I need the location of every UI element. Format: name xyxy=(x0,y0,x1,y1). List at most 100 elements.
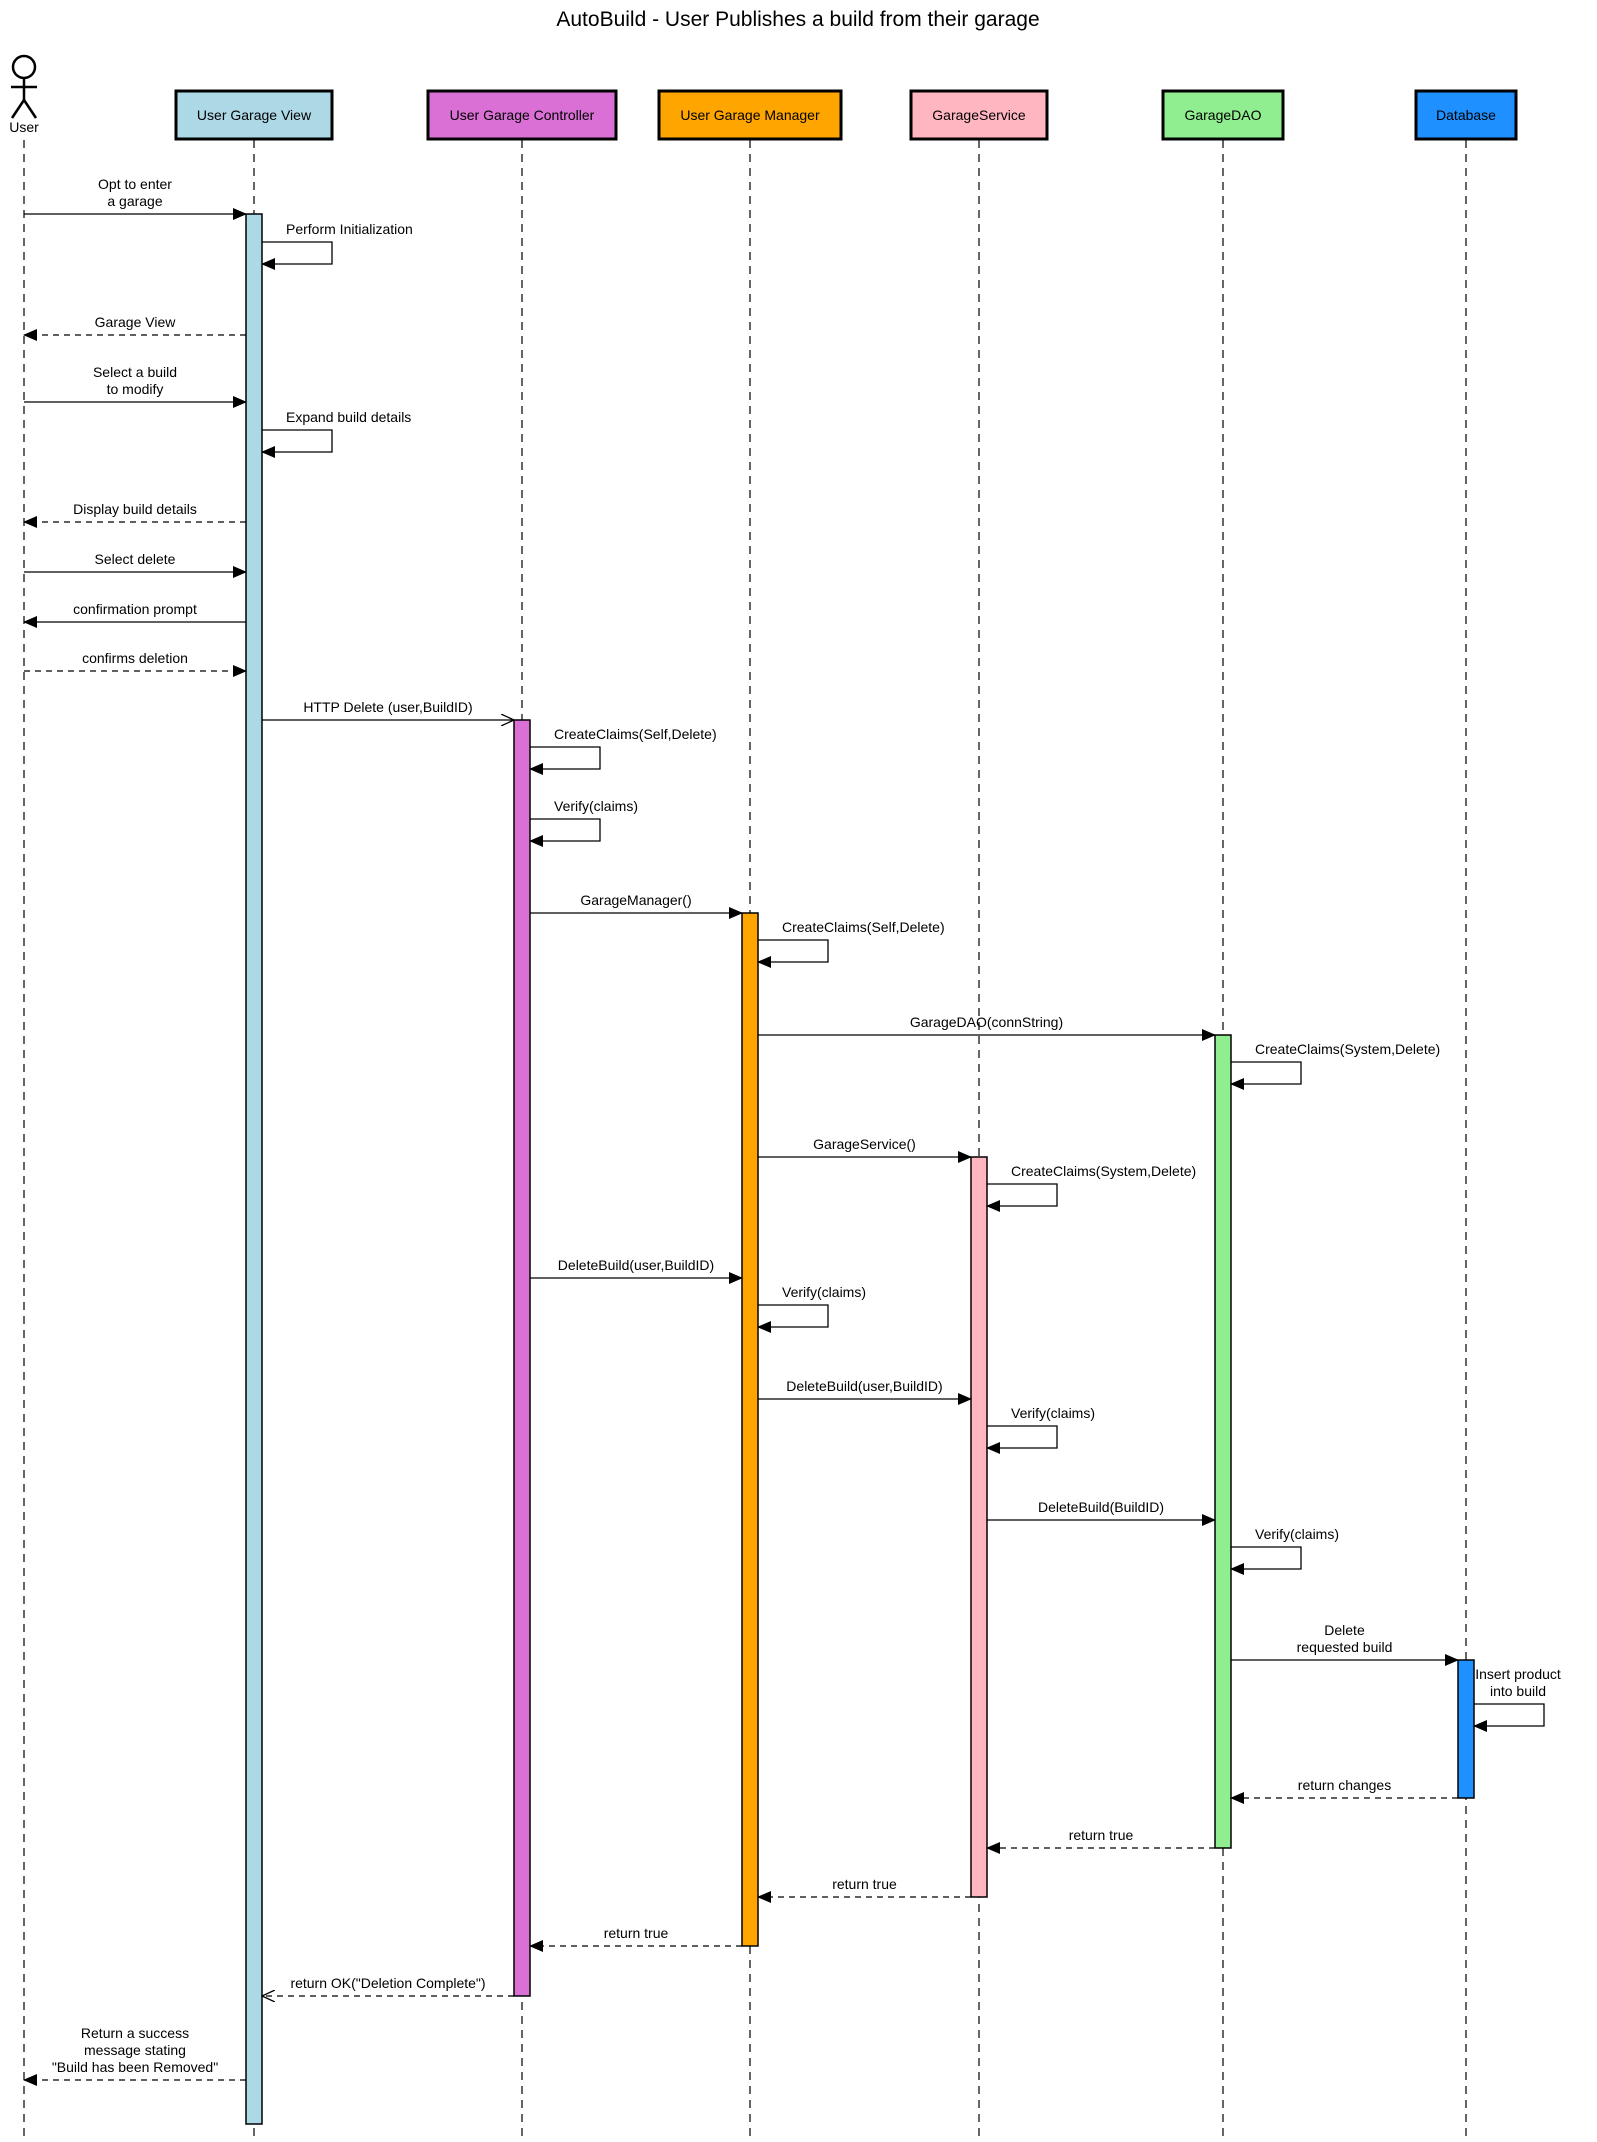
message-label: a garage xyxy=(107,193,162,209)
message-label: Expand build details xyxy=(286,409,411,425)
participant-label: Database xyxy=(1436,107,1496,123)
self-call-arrow xyxy=(1230,1061,1302,1090)
message-label: return true xyxy=(1069,1827,1134,1843)
self-call-arrow xyxy=(529,818,601,847)
message-label: Delete xyxy=(1324,1622,1365,1638)
message: Verify(claims) xyxy=(529,798,638,847)
participant-label: GarageDAO xyxy=(1184,107,1261,123)
participant-user-garage-manager: User Garage Manager xyxy=(657,89,843,141)
message-label: Perform Initialization xyxy=(286,221,413,237)
message-label: CreateClaims(Self,Delete) xyxy=(554,726,717,742)
participant-box xyxy=(1161,89,1285,141)
message-label: DeleteBuild(user,BuildID) xyxy=(558,1257,714,1273)
message-label: confirms deletion xyxy=(82,650,188,666)
activation-bar-view xyxy=(245,213,263,2125)
participant-user-garage-view: User Garage View xyxy=(174,89,334,141)
message: return true xyxy=(529,1925,742,1952)
message-label: "Build has been Removed" xyxy=(52,2059,218,2075)
actor-user: User xyxy=(9,54,39,135)
message: Verify(claims) xyxy=(986,1405,1095,1454)
message-label: Return a success xyxy=(81,2025,189,2041)
message: CreateClaims(Self,Delete) xyxy=(529,726,717,775)
participant-garage-dao: GarageDAO xyxy=(1161,89,1285,141)
message: Verify(claims) xyxy=(1230,1526,1339,1575)
message-label: return true xyxy=(604,1925,669,1941)
self-call-arrow xyxy=(986,1183,1058,1212)
participant-box xyxy=(174,89,334,141)
participant-label: User Garage View xyxy=(197,107,312,123)
message-label: DeleteBuild(BuildID) xyxy=(1038,1499,1164,1515)
message-label: CreateClaims(System,Delete) xyxy=(1011,1163,1196,1179)
message-label: CreateClaims(Self,Delete) xyxy=(782,919,945,935)
self-call-arrow xyxy=(261,241,333,270)
self-call-arrow xyxy=(529,746,601,775)
message: Select delete xyxy=(24,551,247,578)
message-label: DeleteBuild(user,BuildID) xyxy=(786,1378,942,1394)
message-label: Opt to enter xyxy=(98,176,172,192)
diagram-title: AutoBuild - User Publishes a build from … xyxy=(556,8,1039,31)
message-label: confirmation prompt xyxy=(73,601,197,617)
message-label: message stating xyxy=(84,2042,186,2058)
message-label: Insert product xyxy=(1475,1666,1561,1682)
self-call-arrow xyxy=(261,429,333,458)
participant-label: User Garage Manager xyxy=(680,107,820,123)
self-call-arrow xyxy=(1230,1546,1302,1575)
participant-box xyxy=(657,89,843,141)
message: Verify(claims) xyxy=(757,1284,866,1333)
message: GarageManager() xyxy=(530,892,743,919)
message: Garage View xyxy=(23,314,246,341)
participant-box xyxy=(1414,89,1518,141)
message: return true xyxy=(986,1827,1215,1854)
participant-box xyxy=(426,89,618,141)
message-label: Verify(claims) xyxy=(1011,1405,1095,1421)
participant-database: Database xyxy=(1414,89,1518,141)
message-label: Verify(claims) xyxy=(1255,1526,1339,1542)
message: CreateClaims(System,Delete) xyxy=(986,1163,1196,1212)
message-label: into build xyxy=(1490,1683,1546,1699)
self-call-arrow xyxy=(757,939,829,968)
message-label: Verify(claims) xyxy=(782,1284,866,1300)
message: return OK("Deletion Complete") xyxy=(262,1975,514,1996)
message-label: CreateClaims(System,Delete) xyxy=(1255,1041,1440,1057)
participant-box xyxy=(909,89,1049,141)
activation-bars xyxy=(245,213,1475,2125)
message-label: GarageManager() xyxy=(580,892,691,908)
message: Expand build details xyxy=(261,409,411,458)
participant-garage-service: GarageService xyxy=(909,89,1049,141)
message-label: Select delete xyxy=(95,551,176,567)
message: CreateClaims(System,Delete) xyxy=(1230,1041,1440,1090)
activation-bar-svc xyxy=(970,1156,988,1898)
message: return changes xyxy=(1230,1777,1458,1804)
activation-bar-db xyxy=(1457,1659,1475,1799)
activation-bar-dao xyxy=(1214,1034,1232,1849)
self-call-arrow xyxy=(986,1425,1058,1454)
message-label: GarageDAO(connString) xyxy=(910,1014,1063,1030)
message: Perform Initialization xyxy=(261,221,413,270)
message-label: return true xyxy=(832,1876,897,1892)
activation-bar-mgr xyxy=(741,912,759,1947)
message-label: Garage View xyxy=(95,314,177,330)
participant-label: User Garage Controller xyxy=(450,107,595,123)
message-label: Select a build xyxy=(93,364,177,380)
message-label: requested build xyxy=(1297,1639,1393,1655)
message-label: Display build details xyxy=(73,501,197,517)
message-label: to modify xyxy=(107,381,164,397)
message-label: GarageService() xyxy=(813,1136,916,1152)
message: HTTP Delete (user,BuildID) xyxy=(262,699,514,720)
message-label: return changes xyxy=(1298,1777,1391,1793)
message: Display build details xyxy=(23,501,246,528)
participant-user-garage-controller: User Garage Controller xyxy=(426,89,618,141)
actor-stick-figure-icon xyxy=(10,54,38,119)
message: CreateClaims(Self,Delete) xyxy=(757,919,945,968)
message-label: return OK("Deletion Complete") xyxy=(290,1975,485,1991)
message: GarageDAO(connString) xyxy=(758,1014,1216,1041)
self-call-arrow xyxy=(757,1304,829,1333)
message: GarageService() xyxy=(758,1136,972,1163)
